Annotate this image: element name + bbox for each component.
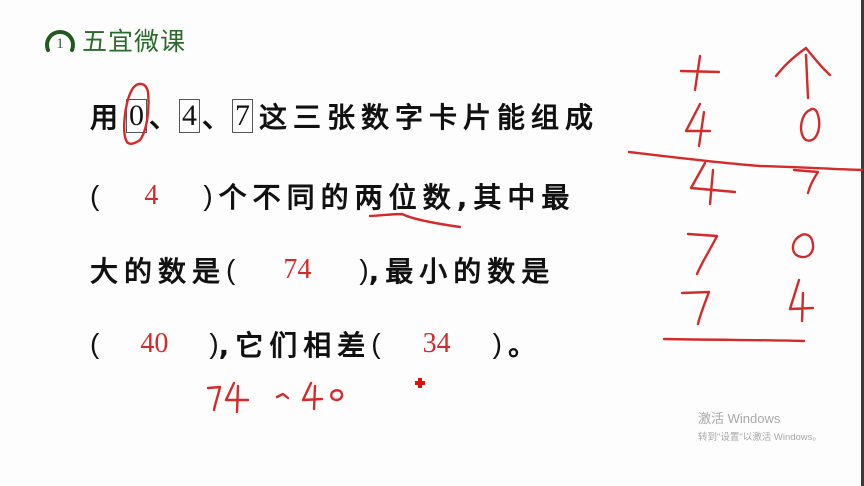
- digit-7: [680, 290, 711, 326]
- question-line-2: ( 4 ) 个不同的 两位数 ,其中最: [90, 174, 575, 218]
- header-shi: [679, 54, 721, 92]
- answer-difference: 34: [422, 328, 451, 359]
- text: ,其中最: [456, 181, 576, 214]
- text: 大的数是: [90, 255, 227, 288]
- digit-7: [686, 232, 719, 276]
- digit-4: [689, 161, 737, 206]
- text: 。: [507, 329, 536, 362]
- logo-arc-icon: 1: [44, 24, 76, 56]
- digit-0: [791, 233, 815, 259]
- work-7: [206, 385, 222, 412]
- separator: 、: [149, 101, 178, 134]
- pen-cursor-icon: [415, 378, 425, 388]
- digit-card-0: 0: [126, 99, 148, 133]
- question-line-1: 用 0 、 4 、 7 这三张数字卡片能组成: [90, 94, 599, 138]
- text-underlined: 两位数: [354, 181, 457, 214]
- open-paren: (: [226, 254, 236, 285]
- answer-count: 4: [144, 180, 159, 211]
- watermark-subtitle: 转到"设置"以激活 Windows。: [698, 432, 822, 443]
- open-paren: (: [90, 328, 100, 359]
- text: ,最小的数是: [368, 255, 556, 288]
- open-paren: (: [90, 180, 100, 211]
- answer-max: 74: [283, 254, 312, 285]
- digit-card-7: 7: [232, 99, 254, 133]
- text: 个不同的: [218, 181, 355, 214]
- separator: 、: [202, 101, 231, 134]
- digit-7: [792, 168, 820, 195]
- window-edge: [861, 0, 864, 486]
- work-4b: [301, 381, 324, 411]
- question-line-3: 大的数是 ( 74 ) ,最小的数是: [90, 248, 555, 292]
- header-ge: [774, 46, 832, 100]
- brand-name: 五宜微课: [82, 27, 187, 56]
- close-paren: ): [359, 254, 369, 285]
- total-line: [662, 337, 806, 343]
- close-paren: ): [492, 328, 502, 359]
- work-4: [224, 381, 250, 414]
- work-0: [330, 389, 344, 402]
- text: ,它们相差: [218, 329, 372, 362]
- digit-card-4: 4: [179, 99, 201, 133]
- close-paren: ): [203, 180, 213, 211]
- digit-4: [684, 102, 712, 148]
- brand-logo: 1 五宜微课: [44, 22, 186, 58]
- logo-number: 1: [56, 36, 64, 52]
- open-paren: (: [371, 328, 381, 359]
- question-line-4: ( 40 ) ,它们相差 ( 34 ) 。: [90, 322, 536, 366]
- digit-4: [788, 278, 815, 323]
- text: 这三张数字卡片能组成: [259, 101, 600, 134]
- answer-min: 40: [140, 328, 169, 359]
- work-minus: [275, 392, 290, 400]
- divider-line: [627, 150, 864, 172]
- windows-activation-watermark: 激活 Windows 转到"设置"以激活 Windows。: [698, 408, 822, 443]
- close-paren: ): [209, 328, 219, 359]
- text: 用: [90, 101, 125, 134]
- digit-0: [799, 107, 821, 142]
- watermark-title: 激活 Windows: [698, 411, 781, 426]
